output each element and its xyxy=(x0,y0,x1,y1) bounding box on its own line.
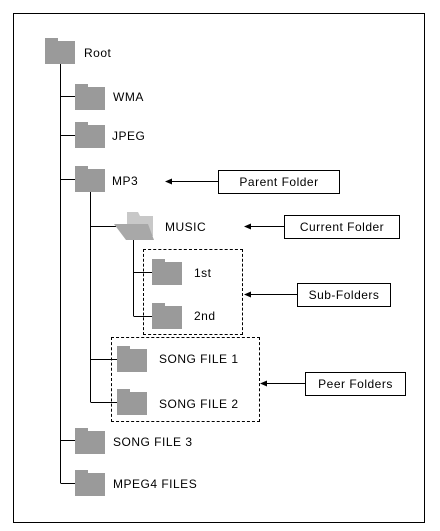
current-folder-callout: Current Folder xyxy=(284,215,400,239)
song-file-3-label: SONG FILE 3 xyxy=(113,435,193,449)
arrowhead-parent xyxy=(165,178,172,185)
second-label: 2nd xyxy=(194,309,216,323)
folder-icon xyxy=(75,84,105,110)
jpeg-label: JPEG xyxy=(112,129,146,143)
folder-icon xyxy=(152,303,182,329)
song-file-1-label: SONG FILE 1 xyxy=(159,352,239,366)
arrowhead-sub xyxy=(244,291,251,298)
mpeg4-files-label: MPEG4 FILES xyxy=(113,477,198,491)
folder-icon xyxy=(152,259,182,285)
folder-icon xyxy=(117,346,147,372)
arrowhead-current xyxy=(244,223,251,230)
song-file-2-label: SONG FILE 2 xyxy=(159,397,239,411)
parent-folder-callout: Parent Folder xyxy=(218,170,340,194)
folder-icon xyxy=(45,38,75,64)
folder-icon xyxy=(75,470,105,496)
diagram-frame xyxy=(13,13,425,523)
arrowhead-peer xyxy=(260,380,267,387)
folder-icon xyxy=(75,122,105,148)
folder-icon xyxy=(117,389,147,415)
first-label: 1st xyxy=(194,266,212,280)
open-folder-icon xyxy=(114,212,154,240)
music-label: MUSIC xyxy=(165,220,207,234)
folder-icon xyxy=(75,428,105,454)
peer-folders-callout: Peer Folders xyxy=(305,372,406,396)
sub-folders-callout: Sub-Folders xyxy=(297,283,391,307)
subfolders-group-box xyxy=(143,249,243,335)
mp3-label: MP3 xyxy=(112,174,139,188)
peer-folders-group-box xyxy=(111,337,260,422)
folder-icon xyxy=(75,166,105,192)
root-label: Root xyxy=(84,46,112,60)
wma-label: WMA xyxy=(113,90,144,104)
